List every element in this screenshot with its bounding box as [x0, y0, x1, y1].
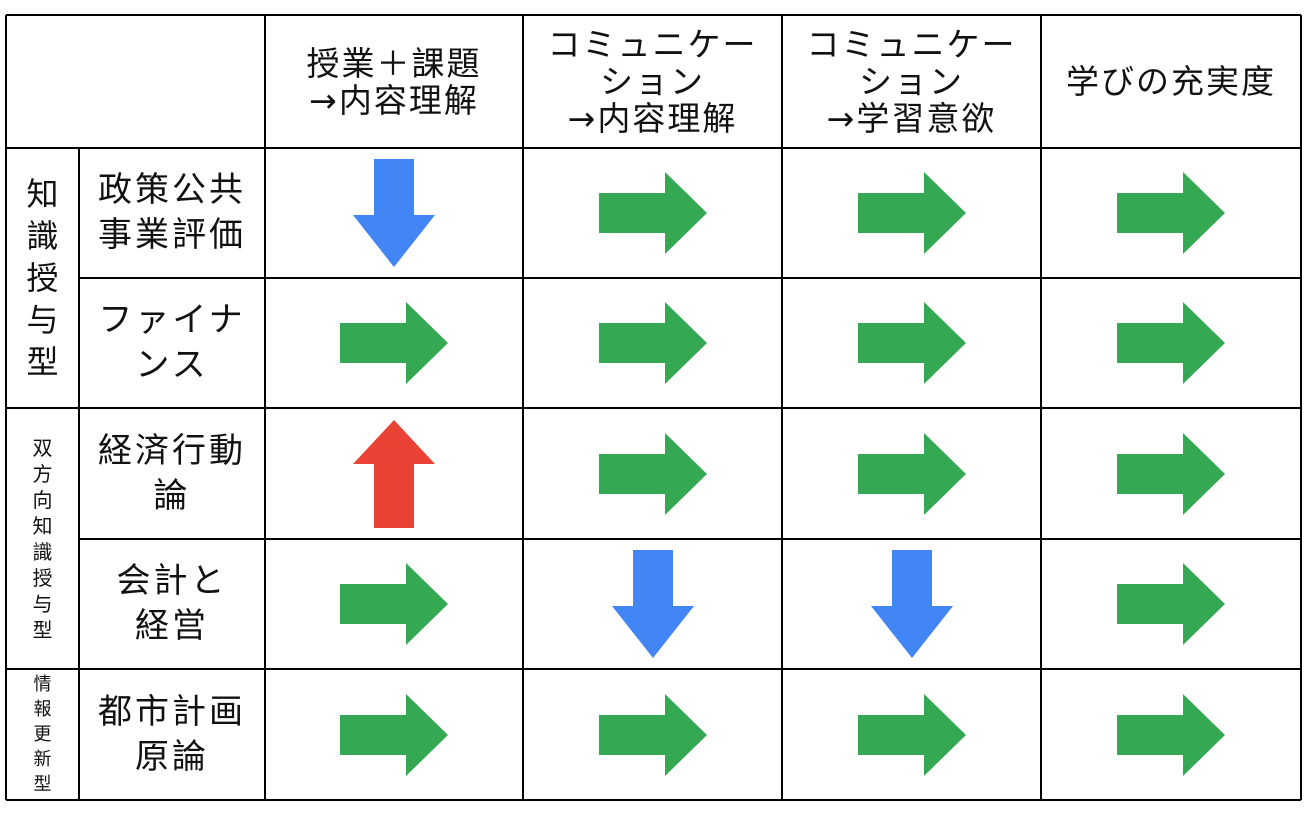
right-arrow-icon: [1041, 148, 1301, 278]
header-communication-motivation-line1: コミュニケー: [806, 25, 1017, 64]
category-char: 型: [33, 774, 52, 795]
right-arrow-icon: [265, 539, 523, 669]
subject-behavioral-economics: 経済行動 論: [79, 408, 265, 539]
subject-policy-evaluation: 政策公共 事業評価: [79, 148, 265, 278]
right-arrow-shape: [1117, 172, 1225, 254]
right-arrow-shape: [340, 693, 448, 776]
right-arrow-shape: [598, 172, 707, 254]
right-arrow-shape: [598, 302, 707, 384]
category-char: 方: [32, 461, 53, 486]
subject-line: 論: [153, 475, 191, 516]
right-arrow-shape: [340, 302, 448, 384]
right-arrow-shape: [857, 693, 966, 776]
subject-line: ンス: [135, 345, 209, 385]
category-char: 向: [32, 487, 53, 512]
category-char: 知: [26, 175, 59, 213]
category-char: 双: [32, 435, 53, 460]
down-arrow-shape: [870, 550, 953, 658]
header-communication-motivation: コミュニケー ション →学習意欲: [782, 15, 1041, 148]
subject-line: 原論: [135, 736, 209, 777]
header-communication-understanding-line1: コミュニケー: [547, 25, 758, 64]
right-arrow-shape: [598, 432, 707, 515]
header-communication-understanding: コミュニケー ション →内容理解: [523, 15, 782, 148]
right-arrow-shape: [1117, 432, 1225, 515]
header-lecture-assignment-line2: →内容理解: [309, 80, 479, 120]
right-arrow-shape: [1117, 563, 1225, 645]
right-arrow-icon: [265, 669, 523, 800]
header-lecture-assignment: 授業＋課題 →内容理解: [265, 15, 523, 148]
right-arrow-shape: [1117, 693, 1225, 776]
down-arrow-icon: [523, 539, 782, 669]
subject-line: 事業評価: [98, 215, 246, 255]
right-arrow-icon: [523, 408, 782, 539]
category-knowledge-transfer: 知 識 授 与 型: [6, 148, 79, 408]
subject-line: 会計と: [116, 561, 228, 601]
right-arrow-shape: [857, 172, 966, 254]
category-char: 識: [32, 539, 53, 564]
category-char: 情: [33, 674, 52, 695]
right-arrow-icon: [265, 278, 523, 408]
right-arrow-icon: [782, 148, 1041, 278]
right-arrow-icon: [1041, 408, 1301, 539]
subject-finance: ファイナ ンス: [79, 278, 265, 408]
subject-urban-planning: 都市計画 原論: [79, 669, 265, 800]
subject-line: 経済行動: [98, 430, 246, 471]
category-char: 新: [33, 749, 52, 770]
header-learning-fulfillment-label: 学びの充実度: [1066, 62, 1276, 101]
subject-line: 都市計画: [98, 691, 246, 732]
category-char: 報: [33, 699, 52, 720]
right-arrow-icon: [782, 408, 1041, 539]
category-char: 与: [32, 591, 53, 616]
right-arrow-icon: [1041, 669, 1301, 800]
header-communication-motivation-line2: ション: [859, 62, 964, 101]
right-arrow-shape: [857, 432, 966, 515]
category-char: 授: [32, 565, 53, 590]
up-arrow-shape: [353, 419, 435, 528]
category-information-update: 情 報 更 新 型: [6, 669, 79, 800]
subject-line: 政策公共: [98, 170, 246, 210]
right-arrow-icon: [523, 278, 782, 408]
header-learning-fulfillment: 学びの充実度: [1041, 15, 1301, 148]
right-arrow-icon: [523, 148, 782, 278]
subject-accounting-management: 会計と 経営: [79, 539, 265, 669]
down-arrow-shape: [611, 550, 694, 658]
right-arrow-icon: [1041, 539, 1301, 669]
right-arrow-shape: [857, 302, 966, 384]
category-interactive-knowledge-transfer: 双 方 向 知 識 授 与 型: [6, 408, 79, 669]
category-char: 識: [26, 217, 59, 255]
category-char: 授: [26, 259, 59, 297]
category-char: 更: [33, 724, 52, 745]
up-arrow-icon: [265, 408, 523, 539]
header-communication-understanding-line3: →内容理解: [567, 99, 738, 138]
down-arrow-icon: [265, 148, 523, 278]
down-arrow-icon: [782, 539, 1041, 669]
subject-line: 経営: [135, 606, 209, 646]
category-char: 与: [26, 301, 59, 339]
header-communication-motivation-line3: →学習意欲: [826, 99, 997, 138]
category-char: 知: [32, 513, 53, 538]
category-char: 型: [26, 343, 59, 381]
subject-line: ファイナ: [98, 300, 246, 340]
right-arrow-icon: [782, 669, 1041, 800]
down-arrow-shape: [353, 159, 435, 267]
header-lecture-assignment-line1: 授業＋課題: [306, 43, 482, 83]
right-arrow-icon: [1041, 278, 1301, 408]
right-arrow-icon: [523, 669, 782, 800]
right-arrow-shape: [340, 563, 448, 645]
header-corner: [6, 15, 265, 148]
category-char: 型: [32, 617, 53, 642]
right-arrow-icon: [782, 278, 1041, 408]
right-arrow-shape: [1117, 302, 1225, 384]
right-arrow-shape: [598, 693, 707, 776]
header-communication-understanding-line2: ション: [600, 62, 705, 101]
